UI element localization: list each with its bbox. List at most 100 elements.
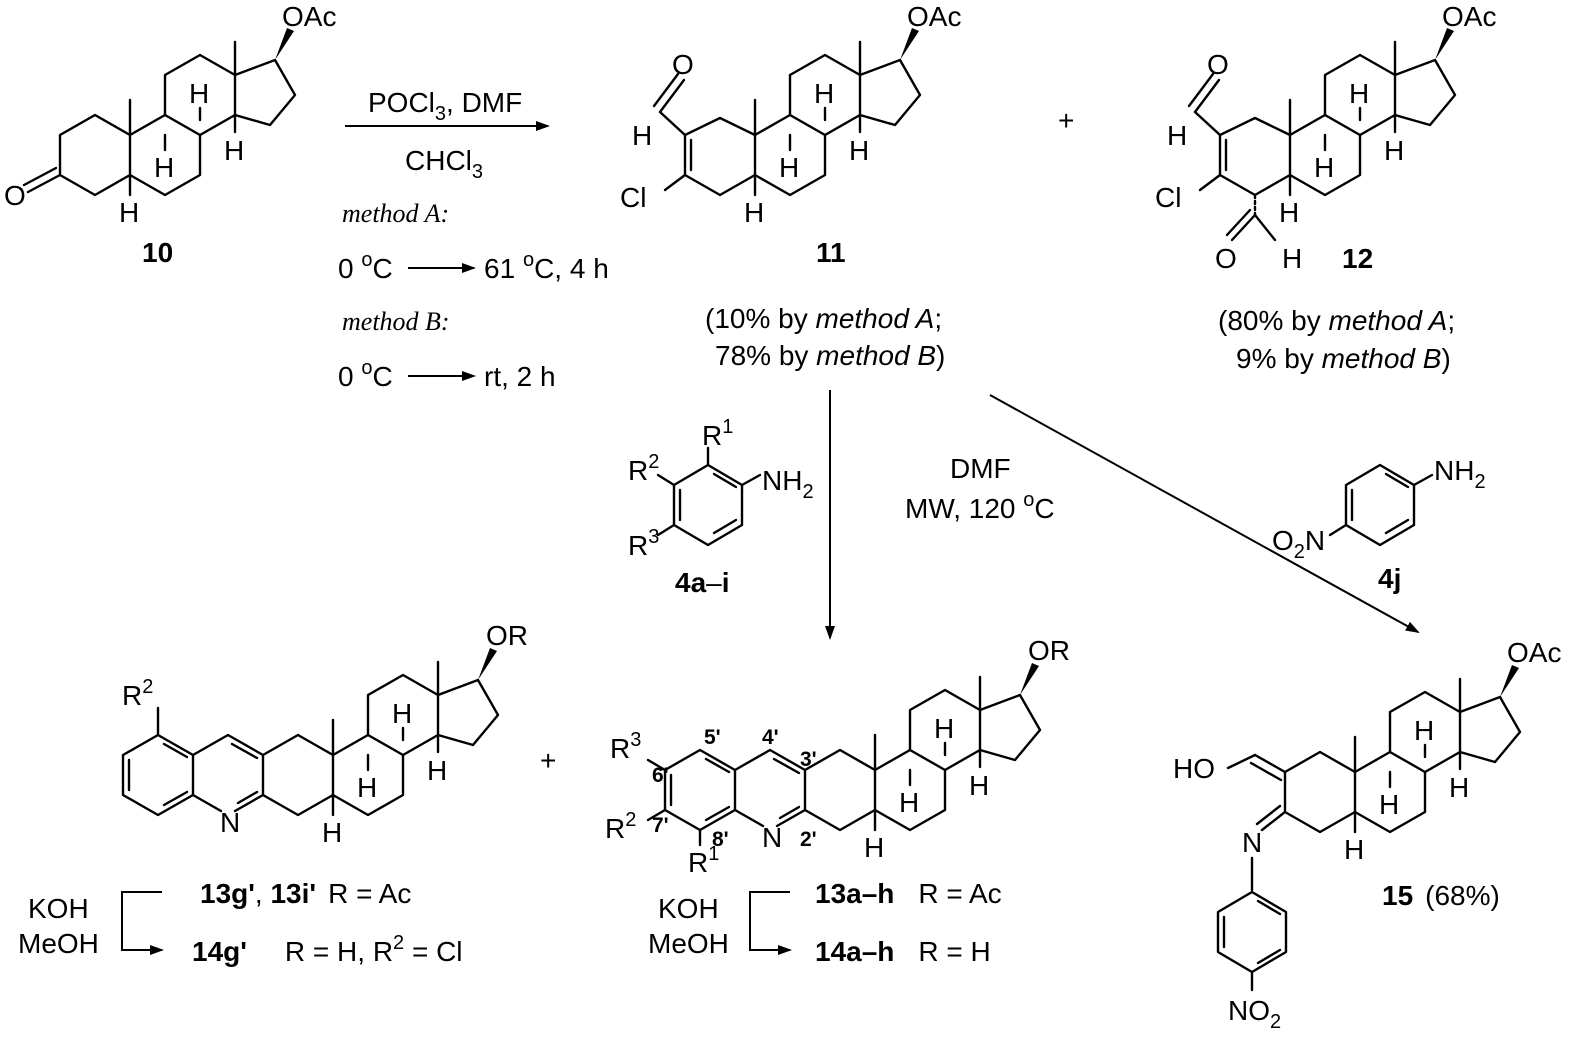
plus-sign: +: [1058, 105, 1074, 136]
compound-15: OAc HO N NO2 H H H H 15(68%): [1173, 637, 1561, 1033]
or-group: OR: [486, 620, 528, 651]
compound-11: OAc O H Cl H H H H 11: [620, 1, 961, 268]
compound-10: O OAc H H H H 10: [4, 1, 336, 268]
oxygen-atom: O: [4, 180, 26, 211]
position-2: 2': [800, 828, 817, 851]
reagent-pocl3-dmf: POCl3, DMF: [368, 87, 522, 125]
h-atom: H: [632, 120, 652, 151]
h-atom: H: [899, 787, 919, 818]
deprotection-left: KOH MeOH 13g', 13i'R = Ac 14g'R = H, R2 …: [18, 878, 463, 967]
h-atom: H: [849, 135, 869, 166]
method-a-conditions: 0 oC: [338, 249, 393, 284]
oac-group: OAc: [1507, 637, 1561, 668]
h-atom: H: [189, 78, 209, 109]
oac-group: OAc: [907, 1, 961, 32]
h-atom: H: [1167, 120, 1187, 151]
compound-label-14g: 14g'R = H, R2 = Cl: [192, 932, 463, 967]
method-b-conditions: 0 oC: [338, 357, 393, 392]
h-atom: H: [1349, 78, 1369, 109]
h-atom: H: [1449, 772, 1469, 803]
h-atom: H: [1384, 135, 1404, 166]
r2-substituent: R2: [628, 451, 659, 486]
dmf-label: DMF: [950, 453, 1011, 484]
compound-label-12: 12: [1342, 243, 1373, 274]
compound-4a-i: R1 R2 R3 NH2 4a–i: [628, 416, 814, 598]
h-atom: H: [814, 78, 834, 109]
method-b-label: method B:: [342, 307, 450, 336]
plus-sign: +: [540, 745, 556, 776]
reaction-arrow-1: POCl3, DMF CHCl3 method A: 0 oC 61 oC, 4…: [338, 87, 609, 392]
r3-substituent: R3: [628, 526, 659, 561]
oxygen-atom: O: [1215, 243, 1237, 274]
h-atom: H: [864, 832, 884, 863]
compound-4j: NH2 O2N 4j: [1272, 455, 1486, 594]
r3-substituent: R3: [610, 729, 641, 764]
amine-group: NH2: [762, 465, 814, 503]
oac-group: OAc: [282, 1, 336, 32]
nitrogen-atom: N: [762, 822, 782, 853]
compound-12: OAc O H Cl O H H H H H 12: [1155, 1, 1496, 274]
r2-substituent: R2: [122, 676, 153, 711]
compound-label-11: 11: [816, 237, 846, 268]
position-5: 5': [704, 726, 721, 749]
nitrogen-atom: N: [1242, 827, 1262, 858]
meoh-label: MeOH: [648, 928, 729, 959]
arrow-to-15: [989, 394, 1420, 633]
h-atom: H: [357, 772, 377, 803]
position-8: 8': [712, 828, 729, 851]
r2-substituent: R2: [605, 809, 636, 844]
oxygen-atom: O: [1207, 49, 1229, 80]
chlorine-atom: Cl: [620, 182, 646, 213]
position-7: 7': [652, 814, 669, 837]
compound-label-4j: 4j: [1378, 563, 1401, 594]
h-atom: H: [1282, 243, 1302, 274]
hydroxyl-group: HO: [1173, 753, 1215, 784]
nitro-group: O2N: [1272, 525, 1325, 563]
amine-group: NH2: [1434, 455, 1486, 493]
solvent-chcl3: CHCl3: [405, 145, 483, 183]
h-atom: H: [1344, 834, 1364, 865]
h-atom: H: [1379, 789, 1399, 820]
method-a-end: 61 oC, 4 h: [484, 249, 609, 284]
oxygen-atom: O: [672, 49, 694, 80]
h-atom: H: [1414, 715, 1434, 746]
position-6: 6': [652, 764, 669, 787]
compound-label-4a-i: 4a–i: [675, 567, 730, 598]
h-atom: H: [744, 197, 764, 228]
h-atom: H: [224, 135, 244, 166]
h-atom: H: [934, 713, 954, 744]
koh-label: KOH: [28, 893, 89, 924]
nitrogen-atom: N: [220, 807, 240, 838]
yield-12-line2: 9% by method B): [1236, 343, 1451, 374]
method-a-label: method A:: [342, 199, 449, 228]
r1-substituent: R1: [688, 843, 719, 878]
yield-11-line2: 78% by method B): [715, 340, 945, 371]
h-atom: H: [1314, 152, 1334, 183]
meoh-label: MeOH: [18, 928, 99, 959]
compound-label-15: 15(68%): [1382, 880, 1500, 911]
h-atom: H: [154, 152, 174, 183]
h-atom: H: [322, 817, 342, 848]
compound-label-13g-13i: 13g', 13i'R = Ac: [200, 878, 411, 909]
chlorine-atom: Cl: [1155, 182, 1181, 213]
h-atom: H: [427, 755, 447, 786]
h-atom: H: [1279, 197, 1299, 228]
r1-substituent: R1: [702, 416, 733, 451]
h-atom: H: [392, 698, 412, 729]
yield-12-line1: (80% by method A;: [1218, 305, 1455, 336]
compound-13-prime: N OR R2 H H H H: [121, 620, 528, 848]
h-atom: H: [969, 770, 989, 801]
nitro-group: NO2: [1228, 995, 1281, 1033]
method-b-end: rt, 2 h: [484, 361, 556, 392]
position-4: 4': [762, 726, 779, 749]
oac-group: OAc: [1442, 1, 1496, 32]
koh-label: KOH: [658, 893, 719, 924]
h-atom: H: [779, 152, 799, 183]
mw-condition: MW, 120 oC: [905, 489, 1055, 524]
yield-11-line1: (10% by method A;: [705, 303, 942, 334]
position-3: 3': [800, 748, 817, 771]
